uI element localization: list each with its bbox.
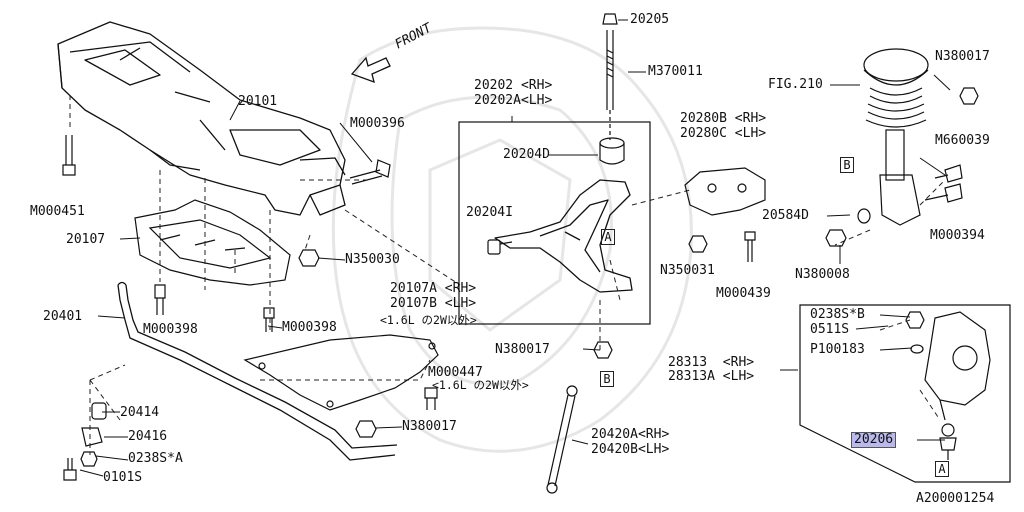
label-0511s: 0511S <box>810 322 850 337</box>
label-0238s-b: 0238S*B <box>810 307 865 322</box>
label-n380008: N380008 <box>795 267 850 282</box>
crossmember-20101 <box>57 21 346 216</box>
label-20401: 20401 <box>43 309 83 324</box>
label-20420b-lh: 20420B<LH> <box>591 442 670 457</box>
nut-0238sa <box>80 451 98 467</box>
callout-b-strut: B <box>840 157 854 173</box>
washer-20584d <box>857 208 871 224</box>
label-m000447: M000447 <box>428 365 483 380</box>
knuckle-frame <box>799 304 1011 483</box>
washer-p100183 <box>910 344 924 354</box>
label-m000439: M000439 <box>716 286 771 301</box>
strut-assembly-fig210 <box>863 48 929 226</box>
label-20205: 20205 <box>630 12 670 27</box>
ball-joint-20206 <box>939 423 957 460</box>
callout-a-arm: A <box>601 229 615 245</box>
lower-arm-20202 <box>494 179 633 293</box>
label-20202-rh: 20202 <RH> <box>474 78 553 93</box>
label-m000396: M000396 <box>350 116 405 131</box>
label-20101: 20101 <box>238 94 278 109</box>
label-20107a-rh: 20107A <RH> <box>390 281 477 296</box>
label-m370011: M370011 <box>648 64 703 79</box>
label-20280b-rh: 20280B <RH> <box>680 111 767 126</box>
clamp-20416 <box>81 427 103 447</box>
bolt-m000396 <box>349 159 391 185</box>
nut-n350031 <box>688 235 708 253</box>
bolt-0101s <box>63 458 77 481</box>
bolt-m000447 <box>424 387 438 410</box>
bolt-m000398-b <box>263 307 275 332</box>
support-plate-20107a <box>243 334 439 411</box>
bolt-m660039 <box>934 164 963 183</box>
label-20416: 20416 <box>128 429 168 444</box>
leader-lines <box>69 95 946 455</box>
callout-leaders <box>79 19 951 477</box>
label-0238s-a: 0238S*A <box>128 451 183 466</box>
label-20420a-rh: 20420A<RH> <box>591 427 670 442</box>
bushing-20414 <box>91 402 107 420</box>
label-20206-highlighted[interactable]: 20206 <box>851 432 897 448</box>
nut-n380017-low <box>355 420 377 438</box>
bushing-20204d <box>599 137 625 165</box>
label-20204i: 20204I <box>466 205 513 220</box>
callout-b-link: B <box>600 371 614 387</box>
bushing-20204i <box>487 239 513 255</box>
bolt-m370011 <box>602 13 618 140</box>
label-note-16l-b: <1.6L の2W以外> <box>432 378 529 392</box>
watermark-emblem <box>331 26 693 453</box>
label-note-16l-a: <1.6L の2W以外> <box>380 313 477 327</box>
label-28313-rh: 28313 <RH> <box>668 355 755 370</box>
bolt-m000451 <box>62 135 76 176</box>
nut-n380017-mid <box>593 341 613 359</box>
label-20414: 20414 <box>120 405 160 420</box>
nut-n380017-top <box>959 87 979 105</box>
bolt-m000394 <box>924 183 963 203</box>
bracket-20280b <box>684 167 766 216</box>
label-20280c-lh: 20280C <LH> <box>680 126 767 141</box>
label-n350030: N350030 <box>345 252 400 267</box>
label-fig210: FIG.210 <box>768 77 823 92</box>
callout-a-knuckle: A <box>935 461 949 477</box>
label-20202a-lh: 20202A<LH> <box>474 93 553 108</box>
label-n380017-mid: N380017 <box>495 342 550 357</box>
nut-0238sb <box>905 311 925 329</box>
label-0101s: 0101S <box>103 470 143 485</box>
label-n380017-top: N380017 <box>935 49 990 64</box>
label-m000398-b: M000398 <box>282 320 337 335</box>
bolt-m000398-a <box>154 284 166 315</box>
stabilizer-link-20420a <box>546 385 578 494</box>
label-m000451: M000451 <box>30 204 85 219</box>
label-m000394: M000394 <box>930 228 985 243</box>
label-20584d: 20584D <box>762 208 809 223</box>
front-arrow-icon <box>350 56 391 84</box>
lower-arm-frame <box>458 121 651 325</box>
label-20107b-lh: 20107B <LH> <box>390 296 477 311</box>
bolt-m000439 <box>744 231 756 262</box>
label-n350031: N350031 <box>660 263 715 278</box>
diagram-id: A200001254 <box>916 491 995 506</box>
label-20107: 20107 <box>66 232 106 247</box>
label-28313a-lh: 28313A <LH> <box>668 369 755 384</box>
nut-n380008 <box>825 229 847 247</box>
label-m660039: M660039 <box>935 133 990 148</box>
label-n380017-low: N380017 <box>402 419 457 434</box>
label-m000398-a: M000398 <box>143 322 198 337</box>
stabilizer-bar-20401 <box>117 281 398 461</box>
knuckle-28313 <box>924 311 991 421</box>
nut-n350030 <box>298 249 320 267</box>
label-p100183: P100183 <box>810 342 865 357</box>
label-20204d: 20204D <box>503 147 550 162</box>
under-cover-20107 <box>134 199 291 286</box>
